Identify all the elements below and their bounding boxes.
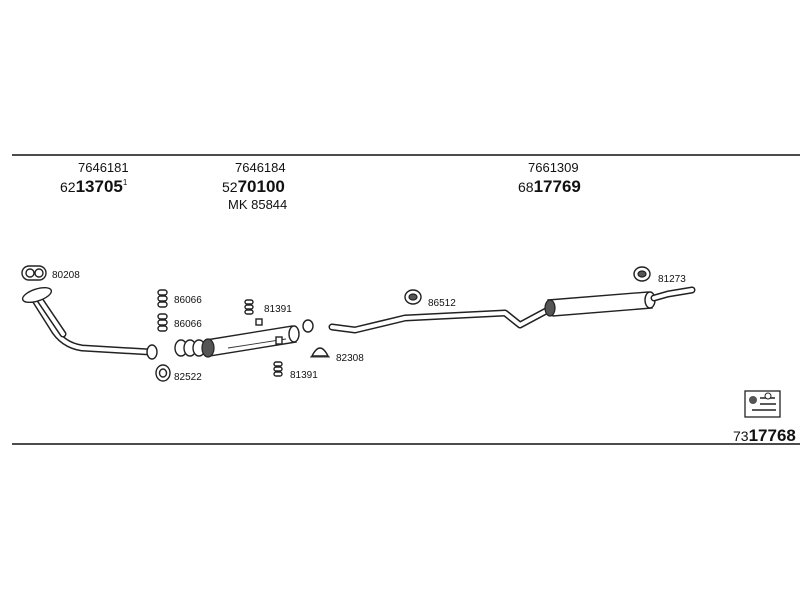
mounting-kit-icon xyxy=(744,390,781,418)
part-label: 82308 xyxy=(336,353,364,364)
assembly-code: 6817769 xyxy=(518,177,581,196)
front-pipe xyxy=(21,286,158,360)
clamp: 82308 xyxy=(302,319,364,364)
part-label: 86066 xyxy=(174,319,202,330)
assembly-code: 62137051 xyxy=(60,177,128,196)
assembly-ref: 7646181 xyxy=(78,160,129,175)
ring-gasket: 82522 xyxy=(155,364,202,383)
assembly-ref: 7661309 xyxy=(528,160,579,175)
spring-upper: 86066 xyxy=(157,289,202,308)
hanger-rear: 81273 xyxy=(633,266,686,285)
hanger-middle: 86512 xyxy=(404,289,456,309)
footer-code: 7317768 xyxy=(733,426,796,445)
part-label: 86066 xyxy=(174,295,202,306)
spring-silencer-top: 81391 xyxy=(244,299,292,315)
mounting-kit-label: MK 85844 xyxy=(228,197,287,212)
part-label: 82522 xyxy=(174,372,202,383)
assembly-front-pipe: 7646181 62137051 xyxy=(60,160,129,196)
assembly-ref: 7646184 xyxy=(235,160,286,175)
part-label: 86512 xyxy=(428,298,456,309)
gasket-front: 80208 xyxy=(21,265,80,281)
part-label: 81391 xyxy=(264,304,292,315)
part-label: 80208 xyxy=(52,270,80,281)
rear-silencer xyxy=(544,286,696,317)
assembly-front-silencer: 7646184 5270100 MK 85844 xyxy=(222,160,287,212)
assembly-rear-silencer: 7661309 6817769 xyxy=(518,160,581,196)
flange-joint xyxy=(174,339,206,357)
intermediate-pipe xyxy=(328,306,552,334)
spring-lower: 86066 xyxy=(157,313,202,332)
spring-silencer-bottom: 81391 xyxy=(273,361,318,381)
front-silencer xyxy=(201,318,300,358)
part-label: 81391 xyxy=(290,370,318,381)
part-label: 81273 xyxy=(658,274,686,285)
assembly-code: 5270100 xyxy=(222,177,285,196)
